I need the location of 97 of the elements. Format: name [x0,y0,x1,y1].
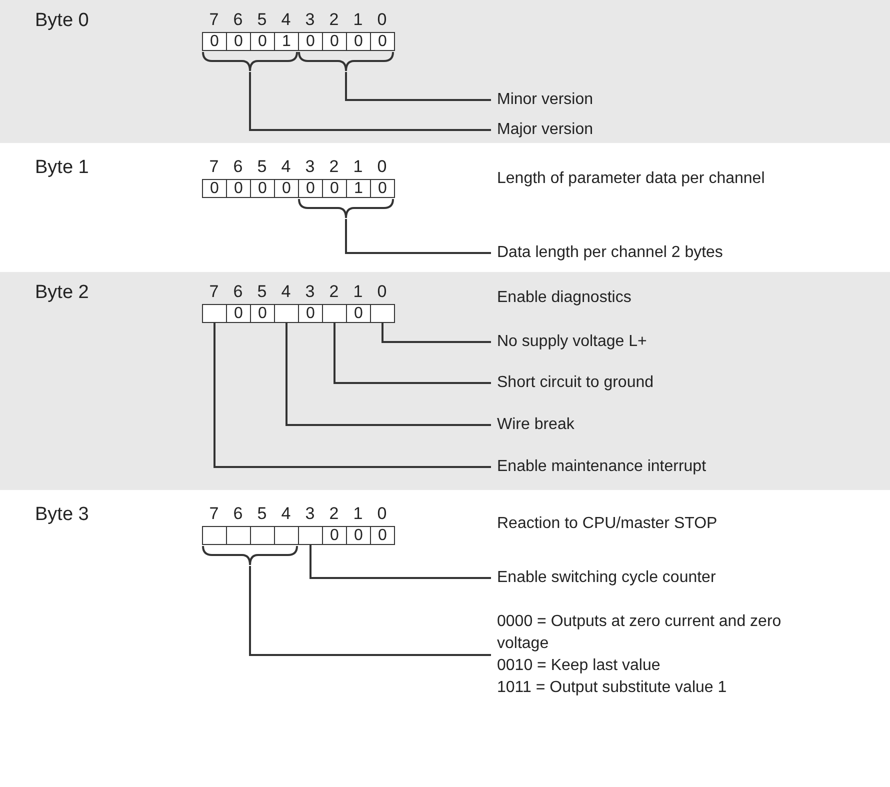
bit-cell: 0 [322,32,347,51]
bit-cell: 0 [298,179,323,198]
bit-number: 7 [208,282,220,302]
bit-number: 5 [256,282,268,302]
leader-line [310,545,491,579]
bit-cell: 0 [298,304,323,323]
bit-number: 3 [304,10,316,30]
bit-cell: 0 [274,179,299,198]
bit-number: 5 [256,157,268,177]
bit-cell: 0 [370,526,395,545]
bit-number: 6 [232,10,244,30]
description-text: Major version [497,119,594,141]
field-heading: Length of parameter data per channel [497,170,765,188]
bit-number: 6 [232,504,244,524]
curly-brace [202,546,298,566]
bit-number: 7 [208,10,220,30]
bit-cell: 0 [226,32,251,51]
value-description: 0000 = Outputs at zero current and zero voltage [497,612,782,654]
bit-number: 1 [352,504,364,524]
bit-cell: 0 [250,32,275,51]
description-text: Minor version [497,89,594,111]
bit-cell: 0 [346,304,371,323]
bit-cell: 0 [226,304,251,323]
leader-line [214,323,491,468]
byte-label: Byte 2 [35,282,89,304]
bit-cell: 0 [346,32,371,51]
bit-cell: 0 [250,304,275,323]
bit-cell: 0 [322,179,347,198]
value-description: 0010 = Keep last value [497,656,662,676]
bit-cell: 0 [202,32,227,51]
bit-number: 6 [232,282,244,302]
leader-line [334,323,491,384]
bit-cell [298,526,323,545]
bit-number: 4 [280,504,292,524]
bit-number: 0 [376,157,388,177]
bit-cell [202,304,227,323]
bit-cell [370,304,395,323]
byte-label: Byte 3 [35,504,89,526]
description-text: Enable switching cycle counter [497,567,716,589]
field-heading: Reaction to CPU/master STOP [497,515,718,533]
bit-number: 4 [280,10,292,30]
bit-cell: 0 [298,32,323,51]
bit-cell: 0 [250,179,275,198]
bit-number: 6 [232,157,244,177]
bit-number: 4 [280,282,292,302]
description-text: Enable maintenance interrupt [497,456,706,478]
bit-cell [274,526,299,545]
bit-cell: 0 [370,32,395,51]
bit-cell [322,304,347,323]
bit-number: 3 [304,504,316,524]
section-band [0,0,890,143]
leader-line [249,72,491,131]
bit-number: 1 [352,157,364,177]
bit-cell: 1 [274,32,299,51]
bit-number: 2 [328,504,340,524]
bit-number: 5 [256,10,268,30]
bit-cell: 0 [322,526,347,545]
value-description: 1011 = Output substitute value 1 [497,678,728,698]
bit-number: 2 [328,10,340,30]
field-heading: Enable diagnostics [497,289,632,307]
bit-number: 7 [208,157,220,177]
bit-cell: 0 [226,179,251,198]
leader-line [345,72,491,101]
leader-line [286,323,491,426]
byte-label: Byte 1 [35,157,89,179]
description-text: Short circuit to ground [497,372,654,394]
byte-label: Byte 0 [35,10,89,32]
bit-number: 3 [304,157,316,177]
description-text: Data length per channel 2 bytes [497,242,723,264]
bit-number: 3 [304,282,316,302]
bit-number: 0 [376,282,388,302]
curly-brace [298,52,394,72]
bit-cell [226,526,251,545]
bit-number: 7 [208,504,220,524]
bit-number: 4 [280,157,292,177]
leader-line [382,323,491,343]
bit-number: 2 [328,157,340,177]
bit-cell: 0 [346,526,371,545]
bit-cell: 0 [202,179,227,198]
bit-cell: 1 [346,179,371,198]
bit-number: 5 [256,504,268,524]
bit-cell: 0 [370,179,395,198]
leader-line [345,219,491,254]
bit-number: 1 [352,10,364,30]
bit-number: 0 [376,504,388,524]
curly-brace [202,52,298,72]
curly-brace [298,199,394,219]
bit-number: 0 [376,10,388,30]
description-text: No supply voltage L+ [497,331,647,353]
bit-cell [250,526,275,545]
bit-cell [202,526,227,545]
bit-number: 1 [352,282,364,302]
description-text: Wire break [497,414,574,436]
section-band [0,272,890,490]
leader-line [249,566,491,656]
bit-cell [274,304,299,323]
bit-number: 2 [328,282,340,302]
